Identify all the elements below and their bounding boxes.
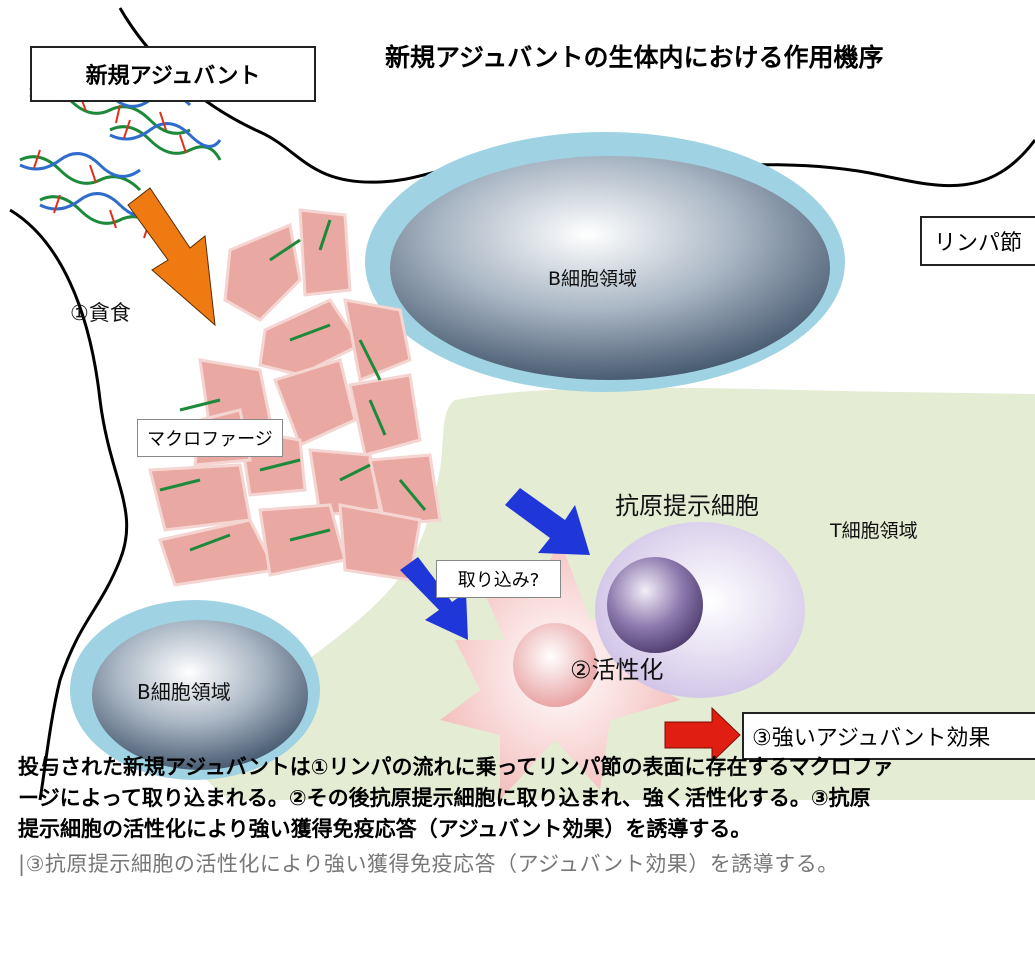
t-cell-zone-label: T細胞領域 <box>830 520 918 542</box>
caption: 投与された新規アジュバントは①リンパの流れに乗ってリンパ節の表面に存在するマクロ… <box>18 752 1035 845</box>
b-cell-zone-bottom <box>92 620 308 770</box>
uptake-label: 取り込み? <box>436 560 561 598</box>
b-cell-zone-bottom-label: B細胞領域 <box>137 680 231 704</box>
phagocytosis-arrow <box>127 187 216 327</box>
uptake-arrow-lower <box>400 557 468 640</box>
activation-label: ②活性化 <box>570 656 664 684</box>
caption-line-3: 提示細胞の活性化により強い獲得免疫応答（アジュバント効果）を誘導する。 <box>18 817 752 841</box>
caption-line-2: ージによって取り込まれる。②その後抗原提示細胞に取り込まれ、強く活性化する。③抗… <box>18 786 871 810</box>
b-cell-zone-top-label: B細胞領域 <box>548 268 638 290</box>
lymph-node-label: リンパ節 <box>920 216 1035 266</box>
lymph-node-outline-left <box>9 208 129 801</box>
diagram-title: 新規アジュバントの生体内における作用機序 <box>385 43 884 72</box>
effect-arrow <box>664 706 741 764</box>
activated-cell-nucleus <box>513 623 597 707</box>
macrophage-label: マクロファージ <box>137 419 283 457</box>
apc-nucleus <box>607 557 703 653</box>
phagocytosis-label: ①貪食 <box>70 301 131 325</box>
cropped-footer-text: |③抗原提示細胞の活性化により強い獲得免疫応答（アジュバント効果）を誘導する。 <box>18 852 839 876</box>
new-adjuvant-label: 新規アジュバント <box>30 46 316 102</box>
apc-label: 抗原提示細胞 <box>615 492 759 520</box>
b-cell-zone-top <box>390 156 830 380</box>
effect-label: ③強いアジュバント効果 <box>742 712 1035 760</box>
caption-line-1: 投与された新規アジュバントは①リンパの流れに乗ってリンパ節の表面に存在するマクロ… <box>18 755 894 779</box>
uptake-arrow-upper <box>505 488 590 555</box>
macrophage-cluster <box>148 208 442 587</box>
